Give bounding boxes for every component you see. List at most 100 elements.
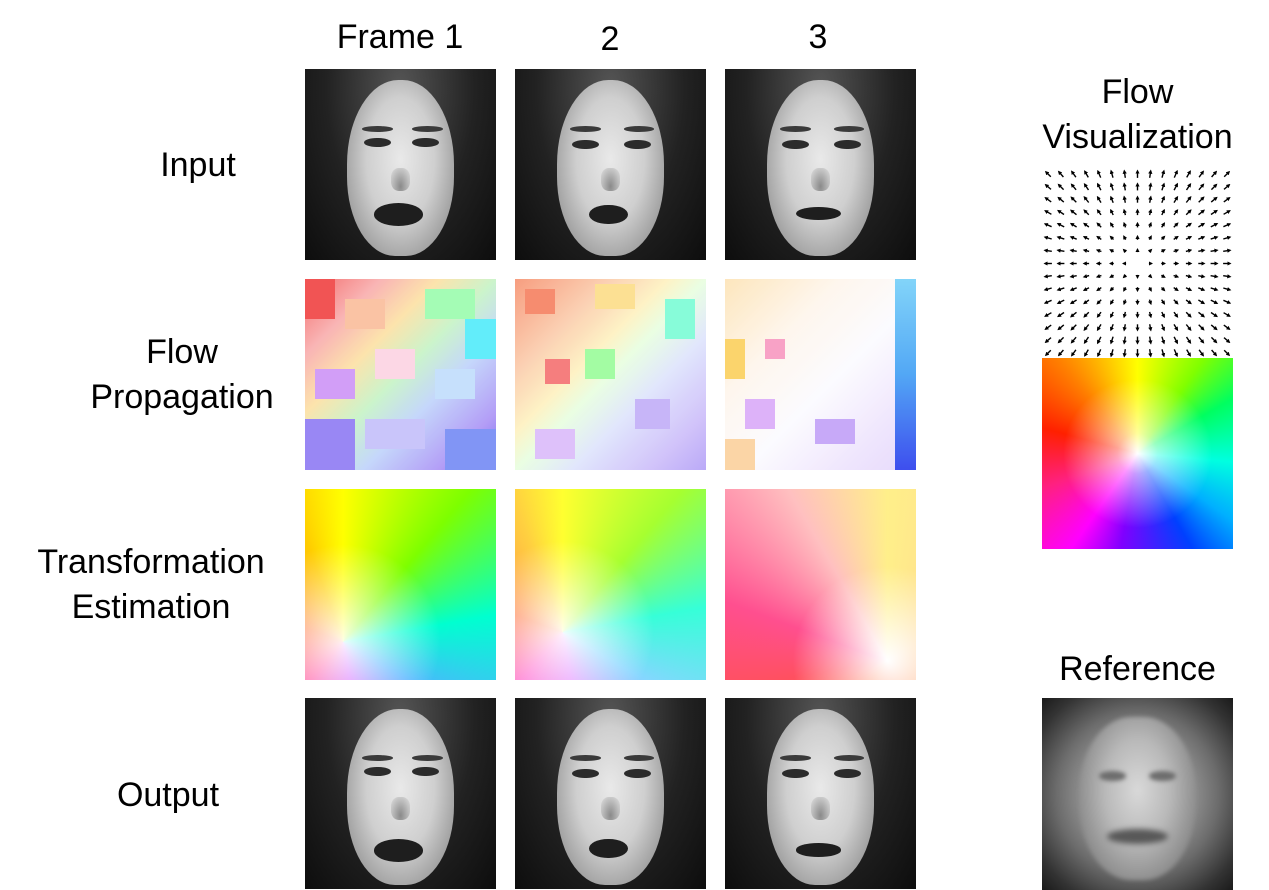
flow-arrow [1097,169,1102,178]
flow-arrow [1057,209,1065,216]
flow-arrow [1043,235,1052,240]
flow-visualization-title: Flow Visualization [1042,73,1233,156]
flow-arrow [1223,210,1231,215]
flow-arrow [1210,324,1218,331]
flow-arrow [1057,183,1065,191]
flow-arrow [1160,273,1166,278]
flow-arrow [1148,182,1153,191]
flow-arrow [1109,286,1115,292]
flow-arrow [1070,209,1077,216]
output-frame-1-image [305,698,496,889]
transformation-estimation-frame-3-image [725,489,916,680]
flow-arrow [1083,336,1090,344]
flow-arrow [1097,182,1102,191]
flow-arrow [1069,274,1077,279]
flow-arrow [1057,324,1065,331]
flow-arrow [1069,299,1077,305]
flow-arrow [1110,208,1114,216]
flow-arrow [1173,324,1179,332]
flow-arrow [1043,223,1052,228]
flow-arrow [1056,299,1065,304]
flow-arrow [1223,183,1231,190]
flow-arrow [1198,170,1205,178]
flow-arrow [1223,235,1232,240]
flow-arrow [1057,349,1064,357]
flow-arrow [1109,235,1115,241]
flow-arrow [1160,286,1166,292]
flow-arrow [1083,209,1090,216]
flow-arrow [1198,248,1206,253]
flow-arrow [1096,222,1102,228]
flow-arrow [1148,208,1153,216]
flow-arrow [1122,324,1127,332]
output-frame-2-image [515,698,706,889]
flow-arrow [1044,337,1052,344]
flow-arrow [1096,311,1102,318]
column-header-frame-3: 3 [808,18,828,56]
flow-arrow [1173,195,1179,203]
flow-arrow [1173,299,1179,305]
flow-arrow [1043,248,1052,253]
flow-arrow [1185,299,1192,305]
flow-arrow [1198,349,1205,357]
flow-arrow [1122,336,1127,345]
flow-arrow [1122,169,1127,178]
flow-arrow [1173,235,1179,241]
flow-arrow [1185,209,1192,216]
input-frame-3-image [725,69,916,260]
flow-arrow [1109,222,1115,228]
flow-arrow [1083,299,1090,305]
flow-arrow [1148,299,1153,306]
flow-arrow [1097,349,1102,358]
flow-arrow [1160,235,1166,241]
flow-arrow [1198,324,1205,331]
flow-arrow [1148,311,1153,319]
flow-arrow [1083,222,1090,228]
flow-arrow [1110,324,1114,332]
flow-arrow [1223,170,1231,178]
flow-arrow [1223,287,1232,292]
flow-arrow [1043,274,1052,279]
flow-arrow [1109,249,1115,254]
flow-arrow [1056,235,1065,240]
flow-arrow [1185,222,1192,228]
flow-arrow [1044,196,1052,203]
flow-arrow [1173,222,1179,228]
flow-arrow [1185,274,1193,279]
flow-arrow [1082,248,1090,253]
flow-arrow [1044,170,1052,178]
flow-arrow [1096,299,1102,305]
flow-arrow [1082,274,1090,279]
flow-arrow [1198,196,1205,203]
flow-arrow [1083,311,1090,318]
flow-arrow [1070,196,1077,203]
flow-arrow [1083,324,1090,331]
flow-arrow [1070,311,1077,318]
flow-arrow [1122,299,1127,306]
column-header-frame-1: Frame 1 [336,18,464,56]
flow-arrow [1083,196,1090,203]
flow-arrow [1185,311,1192,318]
flow-arrow [1057,196,1065,203]
flow-arrow [1057,336,1065,344]
flow-arrow [1147,248,1153,254]
flow-arrow [1044,349,1052,357]
flow-arrow [1198,183,1205,191]
flow-arrow [1056,223,1065,228]
flow-arrow [1173,209,1179,216]
flow-arrow [1173,336,1178,345]
flow-arrow [1044,324,1052,331]
flow-arrow [1223,324,1231,331]
flow-arrow [1122,208,1127,216]
flow-arrow [1096,324,1102,332]
flow-propagation-frame-1-image [305,279,496,470]
flow-arrow [1095,248,1102,253]
flow-arrow [1185,287,1193,291]
row-label-input: Input [160,146,236,184]
flow-arrow [1210,311,1218,318]
flow-arrow [1198,311,1205,318]
row-label-output: Output [116,776,220,814]
flow-arrow [1185,336,1192,344]
flow-arrow [1210,287,1219,292]
flow-arrow [1147,273,1153,279]
